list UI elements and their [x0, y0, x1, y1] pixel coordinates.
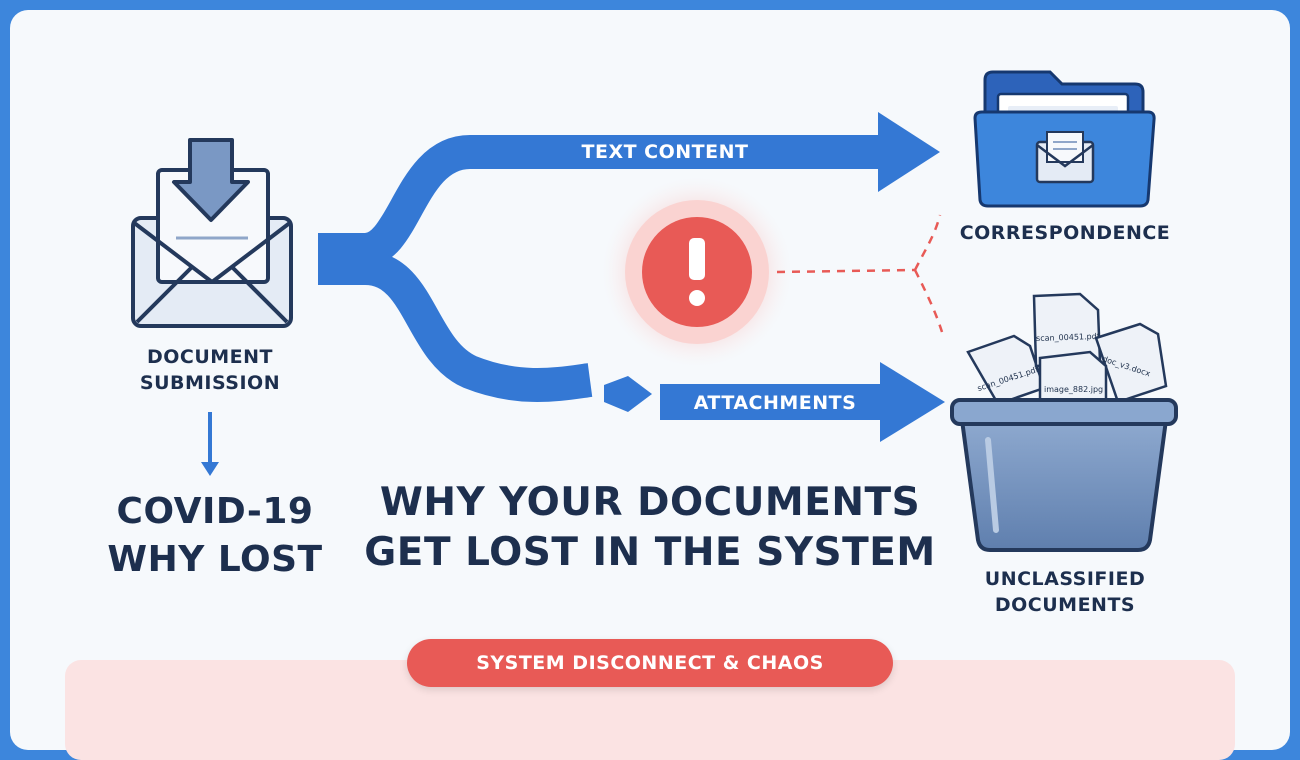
attachments-label: Attachments — [693, 392, 857, 414]
chaos-banner: SYSTEM DISCONNECT & CHAOS — [407, 639, 893, 687]
text-content-flow — [318, 135, 880, 267]
disconnect-line-horizontal — [776, 268, 916, 274]
attachments-flow-end — [660, 384, 882, 420]
folder-icon — [973, 70, 1156, 208]
file-icon-center: image_882.jpg — [1038, 350, 1108, 404]
text-content-arrowhead — [878, 112, 940, 192]
correspondence-label: Correspondence — [959, 222, 1171, 244]
file-label-center: image_882.jpg — [1044, 385, 1103, 394]
exclamation-icon — [689, 238, 705, 280]
file-icon-right: doc_v3.docx — [1094, 322, 1168, 404]
source-label: Document Submission — [139, 346, 281, 394]
text-content-label: Text Content — [581, 141, 749, 163]
broken-link-fragment — [604, 376, 652, 412]
side-note: COVID-19 WHY LOST — [107, 491, 323, 580]
bin-icon — [950, 398, 1178, 552]
envelope-icon — [131, 138, 293, 328]
disconnect-line-up — [913, 214, 942, 271]
file-label-top: scan_00451.pdf — [1036, 332, 1100, 343]
attachments-arrowhead — [880, 362, 945, 442]
attachments-flow-start — [318, 251, 593, 402]
exclamation-dot — [689, 290, 705, 306]
diagram-art: scan_00451.pdf scan_00451.pdf doc_v3.doc… — [131, 70, 1178, 552]
unclassified-label: Unclassified Documents — [984, 568, 1146, 616]
headline: WHY YOUR DOCUMENTS GET LOST IN THE SYSTE… — [364, 480, 936, 575]
diagram-stage: scan_00451.pdf scan_00451.pdf doc_v3.doc… — [65, 70, 1235, 760]
file-icon-left: scan_00451.pdf — [966, 334, 1046, 406]
down-arrow-icon — [201, 412, 219, 476]
disconnect-line-down — [913, 269, 944, 333]
